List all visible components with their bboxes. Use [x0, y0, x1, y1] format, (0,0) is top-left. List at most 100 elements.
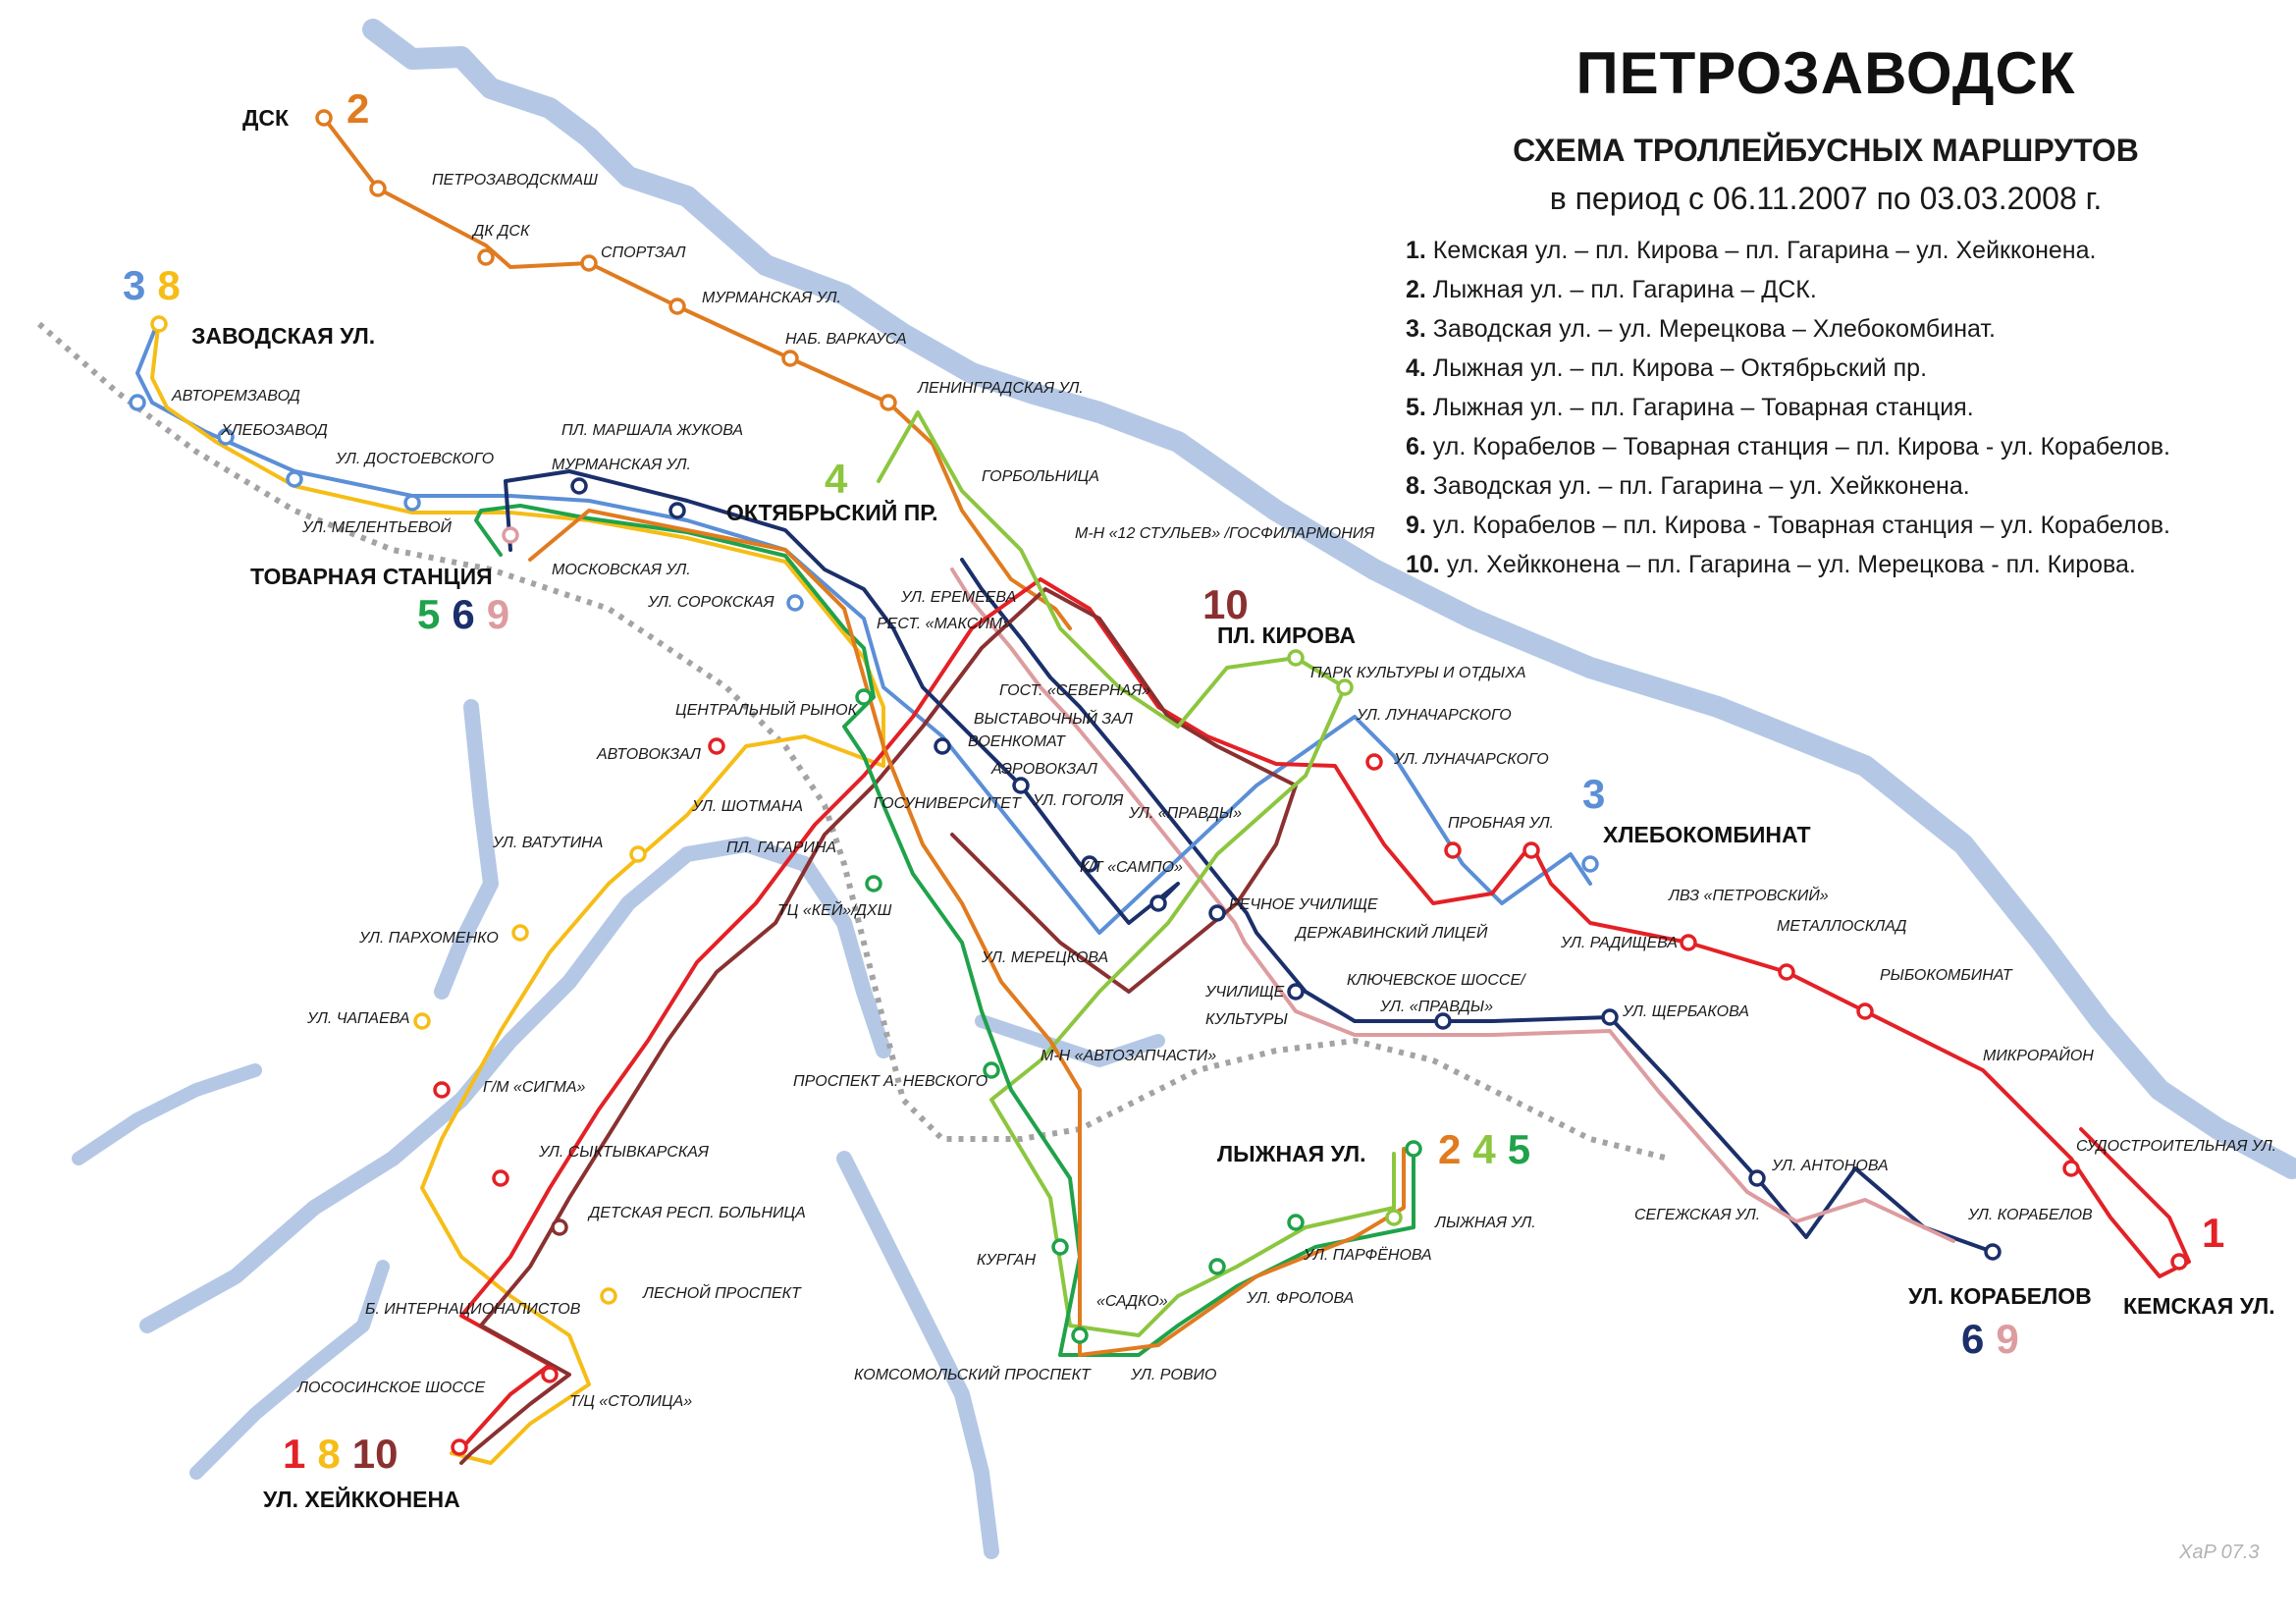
stop-marker: [1601, 1008, 1619, 1026]
route-number: 4.: [1406, 354, 1426, 382]
stop-label: УЛ. ПАРФЁНОВА: [1303, 1246, 1432, 1264]
stop-marker: [1522, 841, 1540, 859]
route-list-item: 1. Кемская ул. – пл. Кирова – пл. Гагари…: [1406, 231, 2277, 270]
stop-label: РЕЧНОЕ УЧИЛИЩЕ: [1229, 896, 1378, 913]
stop-marker: [502, 526, 519, 544]
stop-label: ДК ДСК: [471, 223, 531, 240]
stop-label: РЫБОКОМБИНАТ: [1880, 967, 2013, 984]
stop-marker: [786, 594, 804, 612]
stop-label: АЭРОВОКЗАЛ: [990, 761, 1097, 778]
stop-label: ГОРБОЛЬНИЦА: [982, 468, 1099, 485]
stop-marker: [1287, 983, 1305, 1001]
terminal-route-numbers: 2: [347, 85, 369, 132]
stop-label: МЕТАЛЛОСКЛАД: [1777, 918, 1906, 935]
stop-label: УЛ. «ПРАВДЫ»: [1128, 805, 1242, 822]
route-number-badge: 3: [1582, 771, 1605, 817]
route-list-item: 3. Заводская ул. – ул. Мерецкова – Хлебо…: [1406, 309, 2277, 349]
stop-marker: [1336, 678, 1354, 696]
stop-label: УЛ. ВАТУТИНА: [492, 835, 603, 851]
stop-label: УЛ. ЛУНАЧАРСКОГО: [1356, 707, 1512, 724]
stop-marker: [2170, 1253, 2188, 1271]
stop-marker: [129, 394, 146, 411]
route-number: 10.: [1406, 551, 1440, 578]
terminal-label: ТОВАРНАЯ СТАНЦИЯ: [250, 564, 493, 589]
stop-label: ЦЕНТРАЛЬНЫЙ РЫНОК: [675, 700, 859, 719]
stop-marker: [541, 1366, 559, 1383]
stop-label: УЛ. ШОТМАНА: [691, 798, 803, 815]
route-number-badge: 9: [1996, 1316, 2018, 1362]
route-list-item: 9. ул. Корабелов – пл. Кирова - Товарная…: [1406, 506, 2277, 545]
stop-label: Т/Ц «СТОЛИЦА»: [569, 1393, 692, 1410]
route-list-item: 6. ул. Корабелов – Товарная станция – пл…: [1406, 427, 2277, 466]
stop-label: ГОСТ. «СЕВЕРНАЯ»: [999, 682, 1150, 699]
route-number: 5.: [1406, 394, 1426, 421]
route-number-badge: 10: [1202, 581, 1249, 627]
stop-label: НАБ. ВАРКАУСА: [785, 331, 907, 348]
river-branch-west: [72, 1063, 390, 1480]
stop-label: УЛ. МЕЛЕНТЬЕВОЙ: [301, 517, 453, 536]
terminal-label: УЛ. ХЕЙККОНЕНА: [263, 1486, 460, 1512]
water-layer: [72, 19, 2296, 1559]
stop-label: ЛЫЖНАЯ УЛ.: [1434, 1215, 1536, 1231]
stop-marker: [451, 1438, 468, 1456]
stop-marker: [150, 315, 168, 333]
stop-marker: [880, 394, 897, 411]
stop-label: ТЦ «КЕЙ»/ДХШ: [777, 900, 892, 919]
stop-marker: [629, 845, 647, 863]
route-list-item: 10. ул. Хейкконена – пл. Гагарина – ул. …: [1406, 545, 2277, 584]
route-number-badge: 4: [1472, 1126, 1496, 1172]
stop-label: ЛЕСНОЙ ПРОСПЕКТ: [642, 1283, 802, 1302]
stop-label: МИКРОРАЙОН: [1983, 1046, 2094, 1064]
stop-marker: [1081, 855, 1098, 873]
stop-marker: [1680, 934, 1697, 951]
stop-label: АВТОВОКЗАЛ: [596, 746, 701, 763]
stop-label: СЕГЕЖСКАЯ УЛ.: [1634, 1207, 1760, 1223]
route-number-badge: 6: [1961, 1316, 1984, 1362]
stop-label: МОСКОВСКАЯ УЛ.: [552, 562, 691, 578]
route-number: 2.: [1406, 276, 1426, 303]
stop-label: УЛ. ФРОЛОВА: [1246, 1290, 1354, 1307]
stop-label: ПЕТРОЗАВОДСКМАШ: [432, 172, 598, 189]
stop-label: УЛ. РОВИО: [1130, 1367, 1216, 1383]
stop-marker: [781, 350, 799, 367]
stop-marker: [1581, 855, 1599, 873]
stop-label: УЧИЛИЩЕ: [1204, 984, 1285, 1001]
route-description: ул. Корабелов – Товарная станция – пл. К…: [1425, 433, 2170, 460]
route-number-badge: 5: [1508, 1126, 1530, 1172]
stop-label: МУРМАНСКАЯ УЛ.: [552, 457, 691, 473]
stop-marker: [855, 688, 873, 706]
stop-marker: [1385, 1209, 1403, 1226]
stop-label: ДЕРЖАВИНСКИЙ ЛИЦЕЙ: [1294, 923, 1488, 942]
route-number: 6.: [1406, 433, 1426, 460]
route-number-badge: 8: [157, 262, 180, 308]
route-number-badge: 4: [825, 456, 848, 502]
route-description: Кемская ул. – пл. Кирова – пл. Гагарина …: [1425, 237, 2097, 264]
stop-marker: [1012, 777, 1030, 794]
terminal-route-numbers: 4: [825, 456, 848, 502]
railway-line: [37, 321, 1670, 1162]
stop-label: Б. ИНТЕРНАЦИОНАЛИСТОВ: [365, 1301, 581, 1318]
stop-marker: [1149, 894, 1167, 912]
railway-layer: [37, 321, 1670, 1162]
stop-marker: [1444, 841, 1462, 859]
stop-label: МУРМАНСКАЯ УЛ.: [702, 290, 841, 306]
stop-marker: [477, 248, 495, 266]
stop-marker: [1856, 1002, 1874, 1020]
stop-label: ГОСУНИВЕРСИТЕТ: [874, 795, 1022, 812]
stop-marker: [2062, 1160, 2080, 1177]
stop-label: ЛОСОСИНСКОЕ ШОССЕ: [296, 1380, 485, 1396]
stop-label: К/Т «САМПО»: [1080, 859, 1183, 876]
stop-label: КУЛЬТУРЫ: [1205, 1011, 1288, 1028]
stop-label: УЛ. ЩЕРБАКОВА: [1622, 1003, 1749, 1020]
stop-label: ПРОБНАЯ УЛ.: [1448, 815, 1554, 832]
neglinka-river: [434, 699, 999, 1559]
stop-label: М-Н «АВТОЗАПЧАСТИ»: [1041, 1048, 1216, 1064]
terminal-label: ХЛЕБОКОМБИНАТ: [1603, 822, 1811, 847]
terminal-label: ПЛ. КИРОВА: [1217, 623, 1356, 648]
stop-marker: [315, 109, 333, 127]
route-number-badge: 8: [317, 1431, 340, 1477]
stop-label: ПАРК КУЛЬТУРЫ И ОТДЫХА: [1310, 665, 1526, 681]
